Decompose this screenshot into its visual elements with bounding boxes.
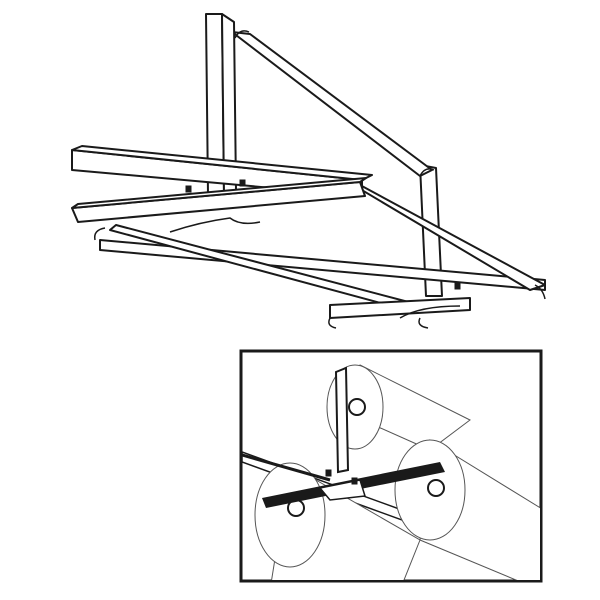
main-rack-frame xyxy=(71,13,546,329)
roller-detail-inset xyxy=(239,349,543,583)
